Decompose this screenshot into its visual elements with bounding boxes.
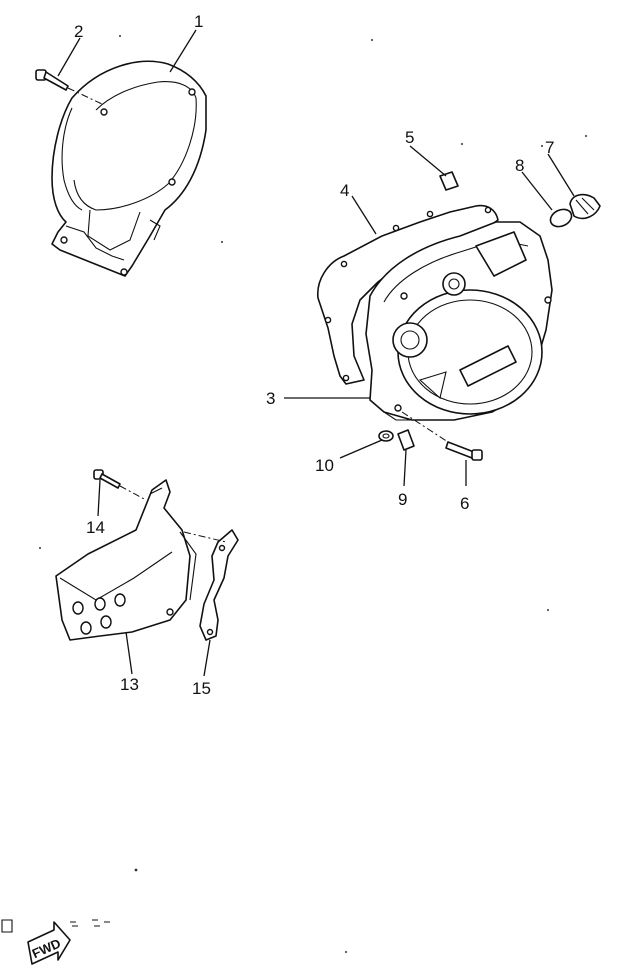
callout-3: 3 — [266, 389, 275, 408]
callout-8: 8 — [515, 156, 524, 175]
part-14-bolt — [93, 469, 147, 501]
part-8-o-ring — [549, 208, 573, 228]
part-6-bolt — [401, 411, 483, 461]
part-10-washer — [378, 430, 394, 442]
callout-6: 6 — [460, 494, 469, 513]
scan-specks — [39, 35, 587, 953]
callout-9: 9 — [398, 490, 407, 509]
callout-7: 7 — [545, 138, 554, 157]
part-1-cover-shell — [51, 60, 207, 277]
part-13-sprocket-guard — [55, 479, 197, 641]
callout-5: 5 — [405, 128, 414, 147]
part-5-dowel-pin — [439, 171, 459, 191]
part-7-filler-cap — [569, 193, 601, 220]
callout-14: 14 — [86, 518, 105, 537]
leader-lines — [57, 29, 575, 677]
part-9-drain-plug — [397, 429, 415, 451]
callout-13: 13 — [120, 675, 139, 694]
callout-2: 2 — [74, 22, 83, 41]
callout-10: 10 — [315, 456, 334, 475]
part-15-plate — [183, 529, 239, 641]
part-2-bolt — [35, 69, 103, 105]
callout-15: 15 — [192, 679, 211, 698]
part-4-gasket — [317, 204, 499, 385]
fwd-arrow-icon: FWD — [1, 919, 110, 965]
part-3-crankcase-cover — [365, 221, 553, 421]
callout-1: 1 — [194, 12, 203, 31]
callout-labels: 1 2 5 7 8 4 3 10 9 6 14 13 15 — [74, 12, 554, 698]
callout-4: 4 — [340, 181, 349, 200]
